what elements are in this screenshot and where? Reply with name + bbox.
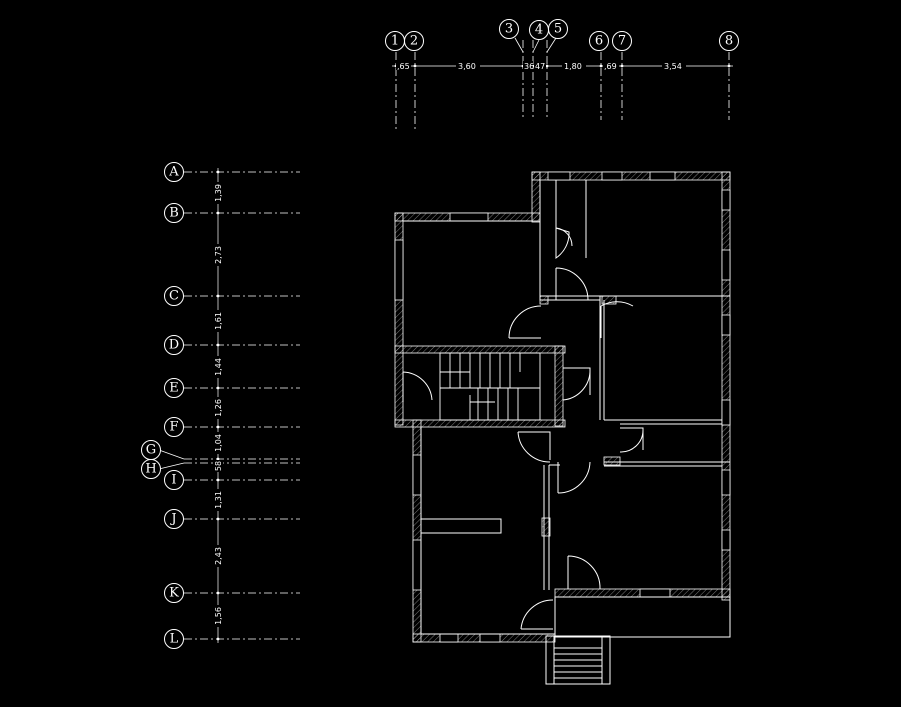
building-plan bbox=[394, 171, 731, 685]
svg-text:8: 8 bbox=[725, 34, 733, 49]
row-axes: 1,39 2,73 1,61 1,44 1,26 1,04 58 1,31 2,… bbox=[141, 162, 300, 649]
row-dim-7: 58 bbox=[214, 461, 223, 471]
column-dimensions: ,65 3,60 36 47 1,80 ,69 3,54 bbox=[396, 61, 686, 71]
svg-text:5: 5 bbox=[554, 22, 562, 37]
axis-bubble-L: L bbox=[164, 629, 184, 649]
row-dim-8: 1,31 bbox=[214, 491, 223, 509]
column-axes: ,65 3,60 36 47 1,80 ,69 3,54 1 2 3 4 5 6… bbox=[385, 19, 739, 132]
svg-text:G: G bbox=[146, 443, 156, 458]
col-dim-5: 1,80 bbox=[564, 62, 582, 71]
axis-bubble-E: E bbox=[164, 378, 184, 398]
col-dim-7: 3,54 bbox=[664, 62, 682, 71]
svg-text:1: 1 bbox=[391, 34, 399, 49]
svg-text:H: H bbox=[145, 462, 156, 477]
axis-bubble-2: 2 bbox=[404, 31, 424, 51]
col-dim-2: 3,60 bbox=[458, 62, 476, 71]
axis-bubble-1: 1 bbox=[385, 31, 405, 51]
svg-text:L: L bbox=[170, 632, 179, 647]
svg-text:F: F bbox=[169, 420, 178, 435]
exterior-steps bbox=[545, 635, 611, 685]
svg-text:I: I bbox=[171, 473, 176, 488]
svg-text:3: 3 bbox=[505, 22, 513, 37]
svg-text:B: B bbox=[169, 206, 179, 221]
axis-bubble-G: G bbox=[141, 440, 161, 460]
doors bbox=[402, 227, 644, 630]
row-dim-6: 1,04 bbox=[214, 434, 223, 452]
row-dim-4: 1,44 bbox=[214, 358, 223, 376]
svg-text:2: 2 bbox=[410, 34, 418, 49]
axis-bubble-B: B bbox=[164, 203, 184, 223]
row-dim-9: 2,43 bbox=[214, 547, 223, 565]
axis-bubble-C: C bbox=[164, 286, 184, 306]
axis-bubble-5: 5 bbox=[548, 19, 568, 39]
col-dim-3: 36 bbox=[524, 62, 534, 71]
axis-bubble-A: A bbox=[164, 162, 184, 182]
svg-text:A: A bbox=[168, 165, 179, 180]
col-dim-6: ,69 bbox=[604, 62, 617, 71]
axis-bubble-I: I bbox=[164, 470, 184, 490]
axis-bubble-K: K bbox=[164, 583, 184, 603]
axis-bubble-4: 4 bbox=[529, 20, 549, 40]
axis-bubble-3: 3 bbox=[499, 19, 519, 39]
row-dim-10: 1,56 bbox=[214, 607, 223, 625]
row-dimensions: 1,39 2,73 1,61 1,44 1,26 1,04 58 1,31 2,… bbox=[214, 182, 223, 627]
beam-element bbox=[420, 518, 502, 534]
hatched-walls bbox=[394, 171, 731, 643]
svg-text:C: C bbox=[169, 289, 179, 304]
axis-bubble-8: 8 bbox=[719, 31, 739, 51]
interior-walls bbox=[403, 180, 731, 638]
svg-text:D: D bbox=[169, 338, 179, 353]
staircase bbox=[439, 352, 541, 421]
axis-bubble-J: J bbox=[164, 509, 184, 529]
svg-text:E: E bbox=[169, 381, 179, 396]
axis-bubble-6: 6 bbox=[589, 31, 609, 51]
svg-text:J: J bbox=[169, 512, 176, 527]
row-dim-1: 1,39 bbox=[214, 184, 223, 202]
svg-text:4: 4 bbox=[535, 23, 543, 38]
axis-bubble-D: D bbox=[164, 335, 184, 355]
col-dim-1: ,65 bbox=[397, 62, 410, 71]
svg-text:K: K bbox=[169, 586, 179, 601]
row-dim-5: 1,26 bbox=[214, 399, 223, 417]
axis-bubble-F: F bbox=[164, 417, 184, 437]
axis-bubble-H: H bbox=[141, 459, 161, 479]
svg-text:7: 7 bbox=[618, 34, 626, 49]
row-dim-3: 1,61 bbox=[214, 312, 223, 330]
row-dim-2: 2,73 bbox=[214, 246, 223, 264]
axis-bubble-7: 7 bbox=[612, 31, 632, 51]
svg-text:6: 6 bbox=[595, 34, 603, 49]
col-dim-4: 47 bbox=[535, 62, 545, 71]
